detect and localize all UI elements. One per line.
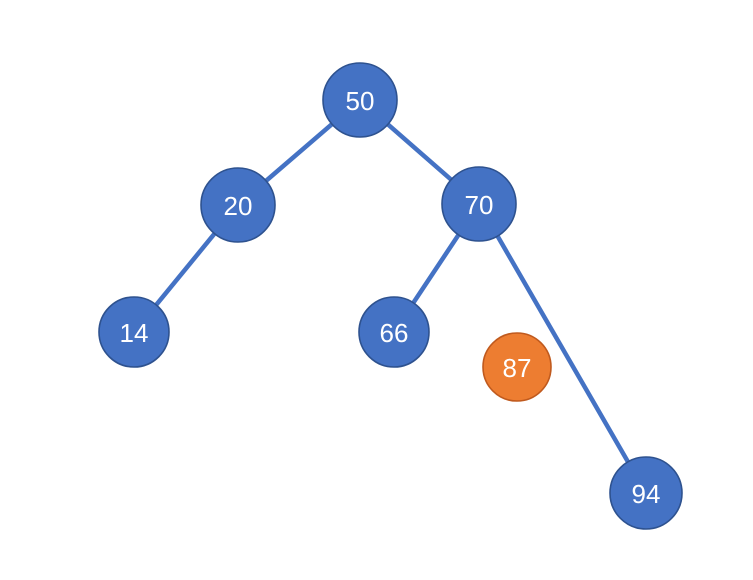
tree-node-circle-14[interactable]: [98, 296, 170, 368]
tree-node-circle-94[interactable]: [609, 456, 683, 530]
node-layer: 50 20 70 14 66 87 94: [98, 62, 683, 530]
tree-node-50[interactable]: 50: [322, 62, 398, 138]
tree-node-circle-66[interactable]: [358, 296, 430, 368]
tree-node-circle-50[interactable]: [322, 62, 398, 138]
tree-node-20[interactable]: 20: [200, 167, 276, 243]
tree-node-circle-20[interactable]: [200, 167, 276, 243]
tree-edge-50-70: [385, 121, 454, 183]
tree-edge-70-66: [410, 232, 461, 305]
tree-node-87[interactable]: 87: [482, 332, 552, 402]
tree-node-94[interactable]: 94: [609, 456, 683, 530]
tree-edge-70-94: [495, 234, 631, 464]
tree-node-circle-87[interactable]: [482, 332, 552, 402]
edge-layer: [153, 121, 631, 464]
tree-edge-50-20: [263, 121, 335, 184]
tree-node-70[interactable]: 70: [441, 166, 517, 242]
tree-edge-20-14: [153, 231, 217, 308]
tree-node-circle-70[interactable]: [441, 166, 517, 242]
tree-node-14[interactable]: 14: [98, 296, 170, 368]
tree-node-66[interactable]: 66: [358, 296, 430, 368]
